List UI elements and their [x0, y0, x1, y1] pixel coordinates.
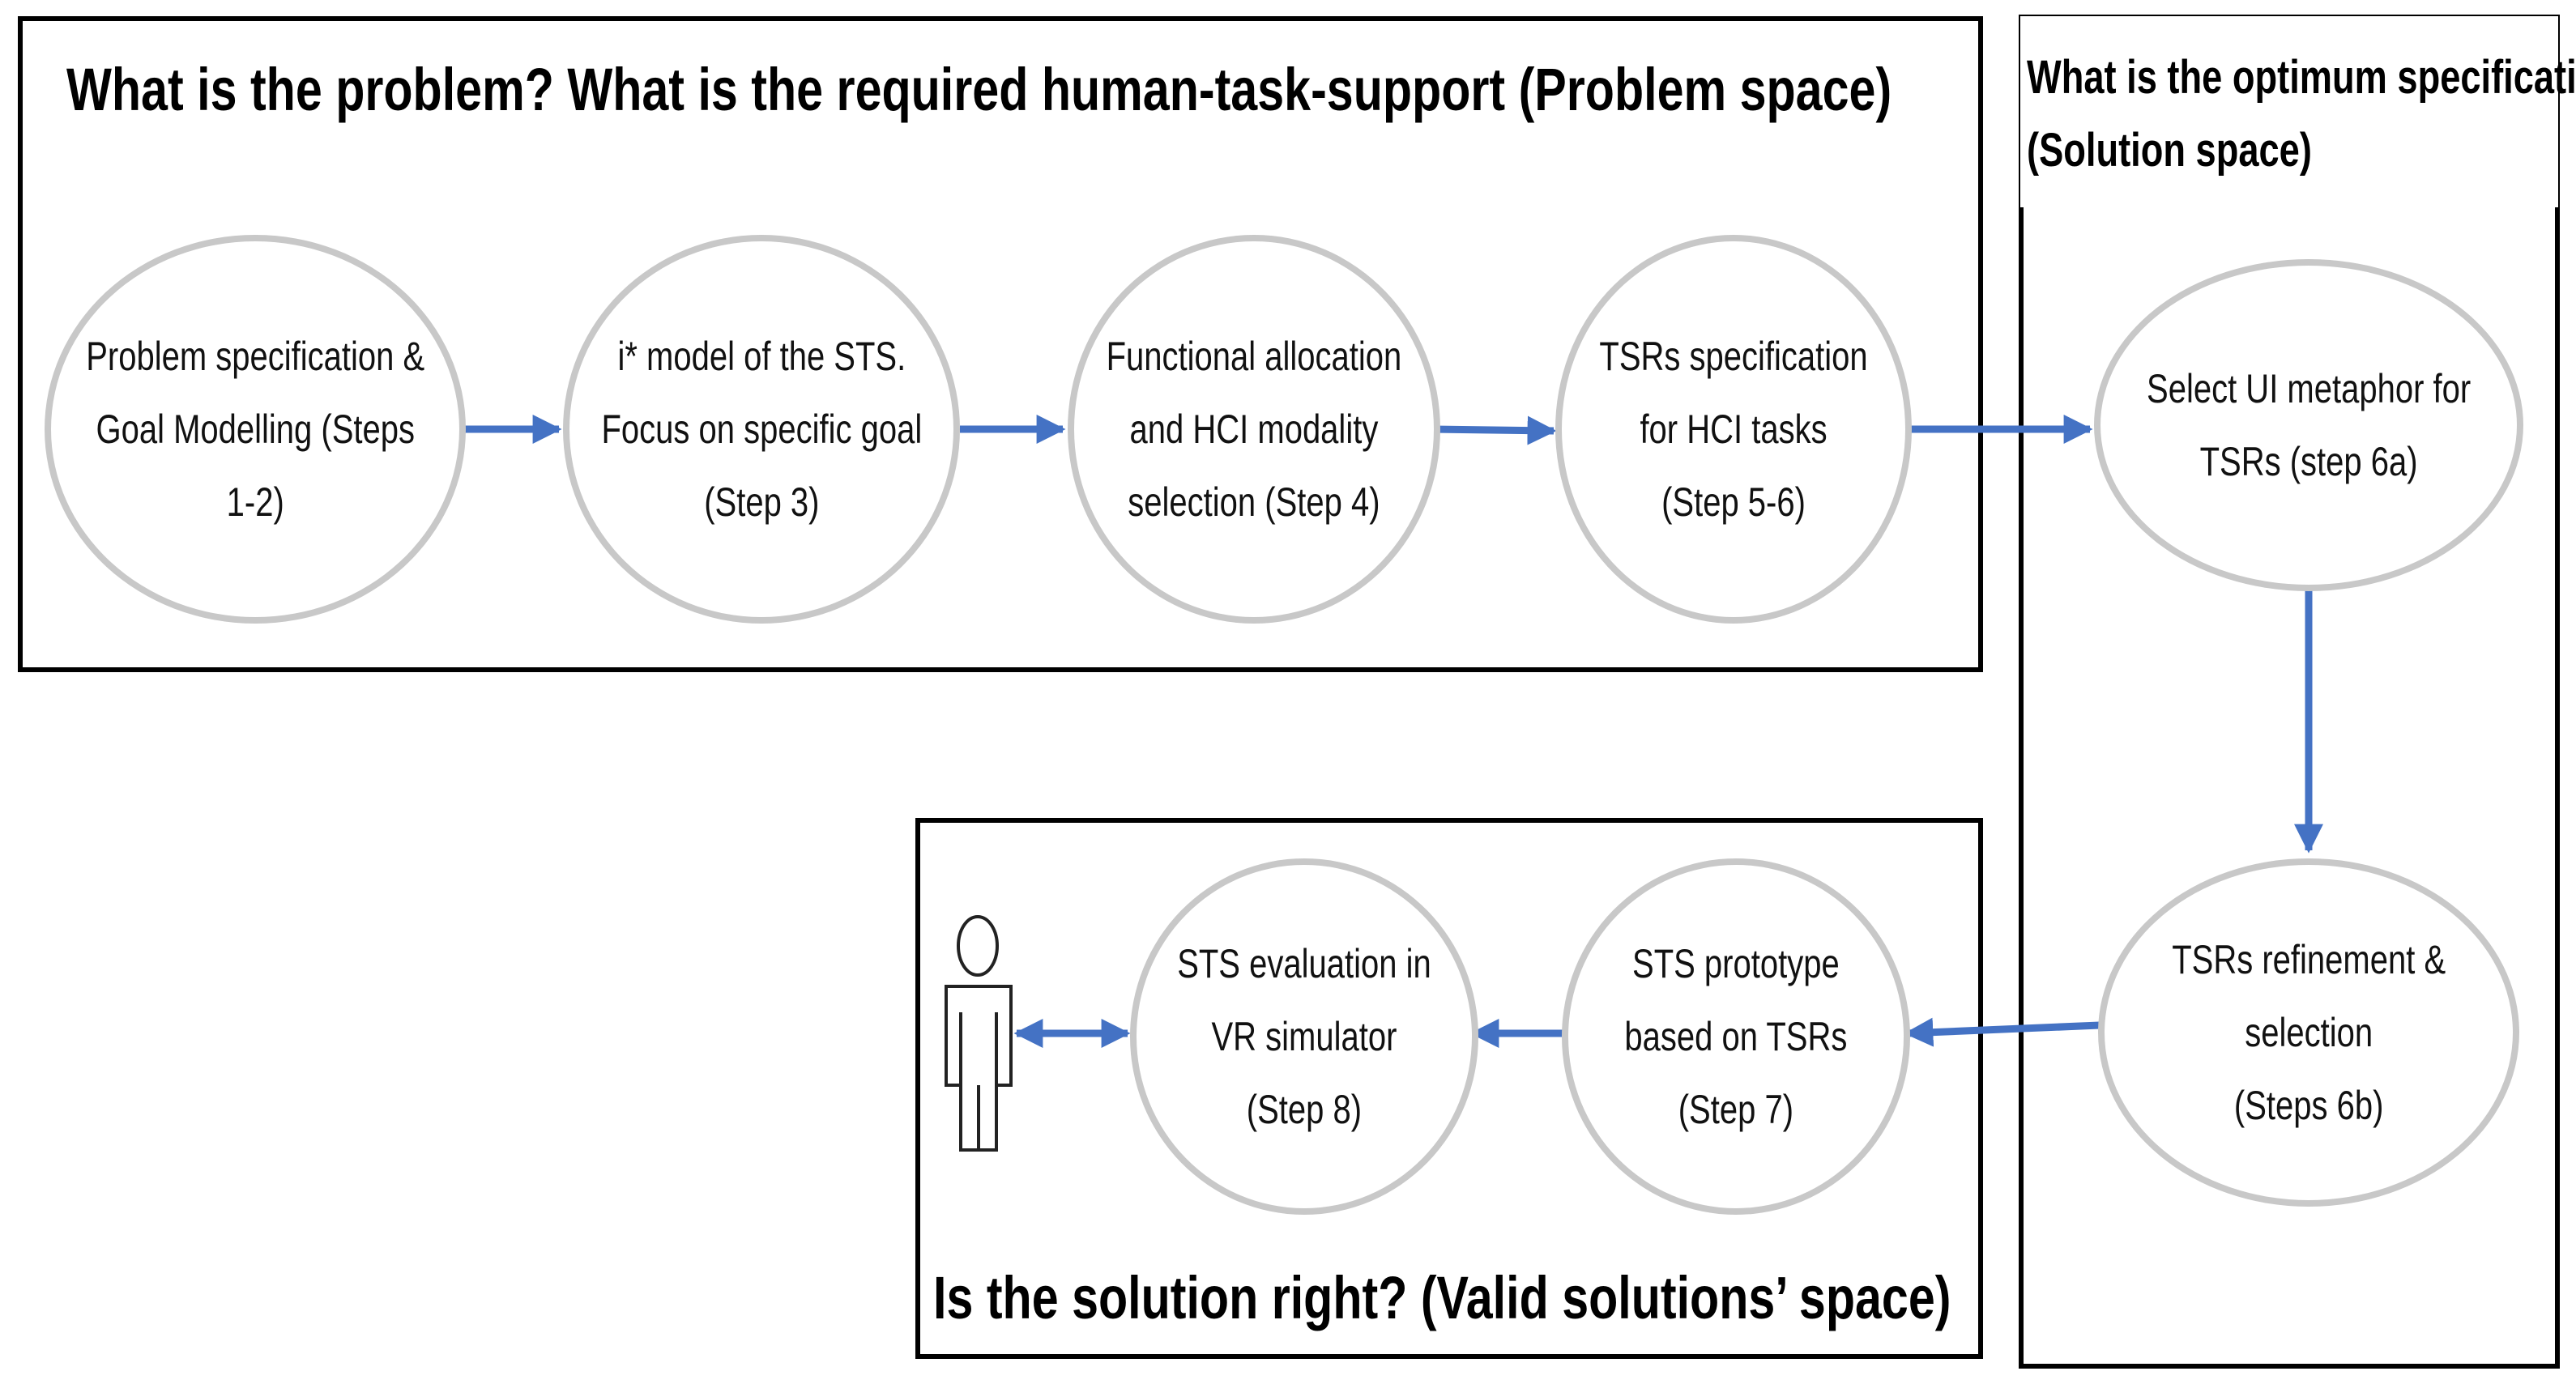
step-functional-allocation: Functional allocation and HCI modality s…	[1068, 235, 1440, 624]
arrow-step4-to-step5	[1435, 415, 1557, 445]
step-line: selection (Step 4)	[1128, 479, 1380, 525]
step-line: Functional allocation	[1106, 334, 1402, 379]
step-istar-model: i* model of the STS. Focus on specific g…	[563, 235, 960, 624]
step-line: for HCI tasks	[1640, 407, 1828, 452]
step-problem-goal-modelling: Problem specification & Goal Modelling (…	[45, 235, 466, 624]
step-sts-prototype: STS prototype based on TSRs (Step 7)	[1562, 858, 1910, 1215]
step-select-ui-metaphor: Select UI metaphor for TSRs (step 6a)	[2094, 259, 2523, 591]
step-sts-evaluation: STS evaluation in VR simulator (Step 8)	[1130, 858, 1478, 1215]
step-line: (Step 5-6)	[1661, 479, 1806, 525]
step-line: Goal Modelling (Steps	[96, 407, 415, 452]
step-line: TSRs (step 6a)	[2199, 439, 2418, 484]
solution-space-title-line1: What is the optimum specification?	[2027, 51, 2576, 104]
person-outline-icon	[945, 915, 1013, 1152]
step-line: based on TSRs	[1624, 1014, 1848, 1059]
step-line: TSRs specification	[1599, 334, 1868, 379]
step-line: TSRs refinement &	[2172, 937, 2446, 982]
problem-space-title: What is the problem? What is the require…	[66, 56, 1892, 123]
step-line: Focus on specific goal	[601, 407, 922, 452]
step-line: VR simulator	[1211, 1014, 1397, 1059]
valid-solutions-box	[915, 818, 1983, 1359]
step-line: Problem specification &	[86, 334, 424, 379]
step-line: Select UI metaphor for	[2146, 366, 2472, 411]
arrow-step6b-to-step7	[1904, 1017, 2100, 1047]
step-line: (Step 8)	[1246, 1087, 1363, 1132]
step-line: (Steps 6b)	[2233, 1083, 2384, 1128]
problem-space-box	[18, 16, 1983, 672]
solution-space-title-line2: (Solution space)	[2027, 124, 2312, 177]
step-line: (Step 3)	[703, 479, 820, 525]
step-line: (Step 7)	[1678, 1087, 1794, 1132]
solution-space-header	[2020, 16, 2558, 207]
step-line: 1-2)	[226, 479, 284, 525]
step-line: STS evaluation in	[1177, 941, 1431, 986]
step-line: selection	[2245, 1010, 2373, 1055]
step-tsrs-refinement: TSRs refinement & selection (Steps 6b)	[2098, 858, 2519, 1207]
step-line: and HCI modality	[1129, 407, 1379, 452]
step-line: i* model of the STS.	[617, 334, 906, 379]
valid-space-title: Is the solution right? (Valid solutions’…	[933, 1264, 1951, 1331]
step-tsrs-specification: TSRs specification for HCI tasks (Step 5…	[1555, 235, 1912, 624]
step-line: STS prototype	[1632, 941, 1840, 986]
